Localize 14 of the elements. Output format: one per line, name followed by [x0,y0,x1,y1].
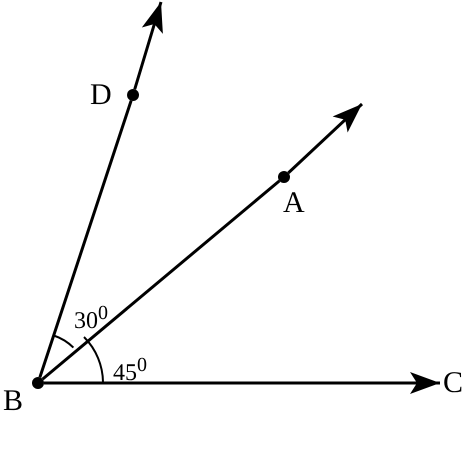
ray-arrow [287,102,364,174]
point-label: C [443,368,464,398]
line-segment [38,100,133,378]
point-label: D [90,80,112,110]
point-dot [32,377,44,389]
ray-arrow [133,2,163,90]
point-dot [278,171,290,183]
angle-label: 45$^{0}$ [113,353,147,386]
point-label: A [283,188,305,218]
ray-arrow [44,372,440,394]
point-dot [127,89,139,101]
point-label: B [3,386,24,416]
angle-label: 30$^{0}$ [74,301,108,334]
line-segment [42,180,280,380]
